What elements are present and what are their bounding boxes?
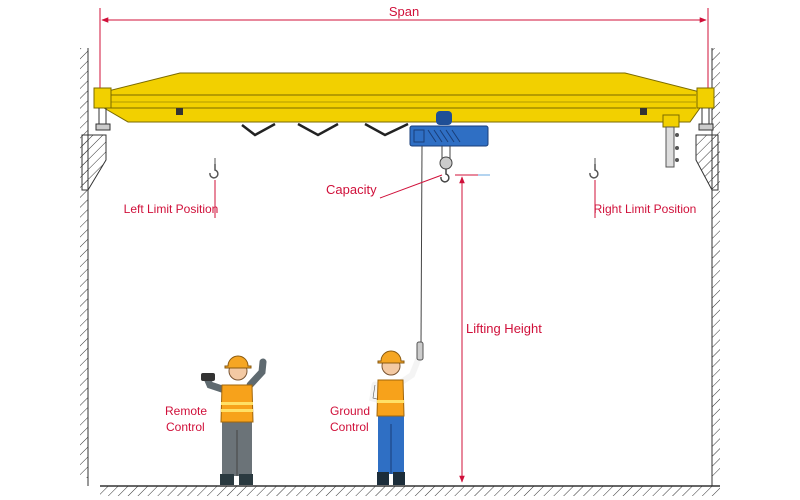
remote-control-label-2: Control (166, 420, 205, 434)
span-dimension: Span (99, 4, 709, 90)
worker-remote-control (201, 355, 267, 485)
right-limit-label: Right Limit Position (594, 202, 697, 216)
end-wheels (95, 108, 714, 131)
left-limit-label: Left Limit Position (124, 202, 219, 216)
capacity-label: Capacity (326, 182, 377, 197)
capacity-callout: Capacity (326, 174, 443, 199)
left-wall (80, 48, 107, 486)
ground-control-label-1: Ground (330, 404, 370, 418)
hook-icon (440, 169, 450, 183)
right-limit: Right Limit Position (589, 158, 697, 218)
remote-control-label-1: Remote (165, 404, 207, 418)
ground-control-label-2: Control (330, 420, 369, 434)
worker-ground-control (369, 341, 424, 485)
hook-icon (209, 164, 219, 179)
span-label: Span (389, 4, 419, 19)
helmet-icon (377, 350, 405, 364)
lifting-height-label: Lifting Height (466, 321, 542, 336)
cable-tray (662, 114, 680, 168)
hook-icon (589, 164, 599, 179)
pendant-control-icon (416, 341, 424, 361)
lifting-height-dimension: Lifting Height (455, 174, 542, 483)
helmet-icon (224, 355, 252, 369)
ground (100, 485, 720, 496)
remote-icon (201, 373, 215, 381)
left-limit: Left Limit Position (124, 158, 219, 218)
festoon-cable (241, 122, 409, 137)
electric-hoist (409, 111, 489, 346)
right-wall (695, 48, 720, 486)
crane-girder (93, 72, 715, 123)
